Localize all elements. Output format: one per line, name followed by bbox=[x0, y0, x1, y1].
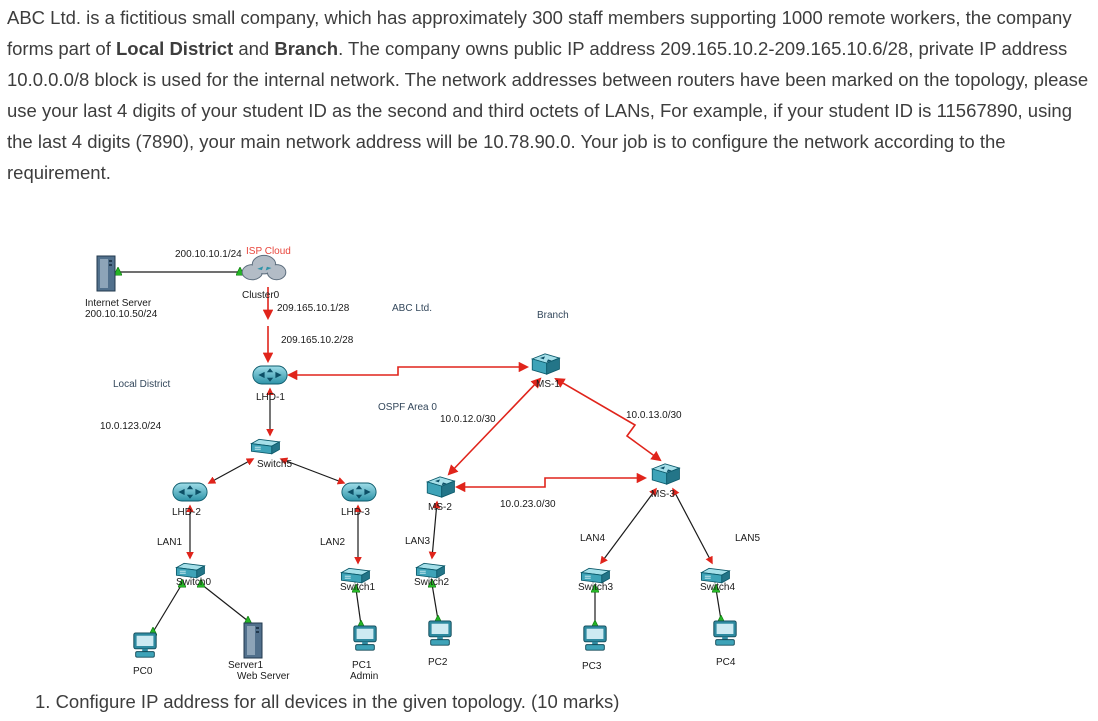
server-icon bbox=[94, 255, 118, 293]
task-item-1: 1. Configure IP address for all devices … bbox=[35, 691, 620, 712]
label-switch0: Switch0 bbox=[176, 577, 212, 588]
label-isp-cloud: ISP Cloud bbox=[246, 246, 291, 257]
intro-text-3: . The company owns public IP address 209… bbox=[7, 38, 1089, 183]
link-switch0-pc0 bbox=[153, 584, 182, 632]
label-net-13: 10.0.13.0/30 bbox=[626, 410, 682, 421]
router-icon bbox=[252, 363, 288, 387]
link-ms2-ms3 bbox=[454, 472, 648, 493]
label-pc1-name: PC1 bbox=[352, 660, 372, 671]
label-lhd1: LHD-1 bbox=[256, 392, 285, 403]
link-switch1-pc1 bbox=[356, 589, 361, 625]
label-ms1: MS-1 bbox=[536, 379, 560, 390]
device-pc4 bbox=[710, 620, 740, 653]
router-icon bbox=[341, 480, 377, 504]
intro-text-2: and bbox=[233, 38, 275, 59]
label-internet-server-name: Internet Server bbox=[85, 298, 152, 309]
label-lan1: LAN1 bbox=[157, 537, 183, 548]
intro-bold-branch: Branch bbox=[274, 38, 339, 59]
label-lhd3: LHD-3 bbox=[341, 507, 370, 518]
link-switch4-pc4 bbox=[716, 589, 721, 620]
label-switch3: Switch3 bbox=[578, 582, 614, 593]
label-local-district: Local District bbox=[113, 379, 171, 390]
label-pc2: PC2 bbox=[428, 657, 448, 668]
label-switch5: Switch5 bbox=[257, 459, 293, 470]
label-wan-ip-2: 209.165.10.2/28 bbox=[281, 335, 354, 346]
label-company: ABC Ltd. bbox=[392, 303, 433, 314]
link-ms3-switch4 bbox=[672, 487, 713, 565]
device-multilayer-switch-ms1 bbox=[528, 351, 562, 382]
label-server1-name: Server1 bbox=[228, 660, 264, 671]
label-lan5: LAN5 bbox=[735, 533, 761, 544]
label-ospf-area: OSPF Area 0 bbox=[378, 402, 437, 413]
label-wan-ip-1: 209.165.10.1/28 bbox=[277, 303, 350, 314]
label-lhd2: LHD-2 bbox=[172, 507, 201, 518]
label-internet-server-ip: 200.10.10.50/24 bbox=[85, 309, 158, 320]
device-multilayer-switch-ms2 bbox=[423, 474, 457, 505]
label-net-23: 10.0.23.0/30 bbox=[500, 499, 556, 510]
link-lhd1-ms1 bbox=[286, 361, 530, 381]
label-cloud-link-ip: 200.10.10.1/24 bbox=[175, 249, 242, 260]
label-ms3: MS-3 bbox=[651, 489, 675, 500]
topology-links bbox=[0, 240, 1098, 690]
label-lan2: LAN2 bbox=[320, 537, 346, 548]
link-switch2-pc2 bbox=[432, 584, 438, 620]
link-ms1-ms3 bbox=[554, 377, 662, 462]
label-pc4: PC4 bbox=[716, 657, 736, 668]
device-router-lhd3 bbox=[341, 480, 377, 509]
label-cluster0: Cluster0 bbox=[242, 290, 280, 301]
link-switch5-lhd2 bbox=[207, 458, 255, 484]
device-pc2 bbox=[425, 620, 455, 653]
label-pc1-role: Admin bbox=[350, 671, 379, 682]
device-router-lhd2 bbox=[172, 480, 208, 509]
device-pc1 bbox=[350, 625, 380, 658]
label-net-123: 10.0.123.0/24 bbox=[100, 421, 162, 432]
pc-icon bbox=[350, 625, 380, 653]
pc-icon bbox=[710, 620, 740, 648]
router-icon bbox=[172, 480, 208, 504]
link-ms3-switch3 bbox=[600, 487, 657, 565]
label-net-12: 10.0.12.0/30 bbox=[440, 414, 496, 425]
intro-bold-local-district: Local District bbox=[115, 38, 234, 59]
label-branch: Branch bbox=[537, 310, 569, 321]
device-pc3 bbox=[580, 625, 610, 658]
label-server1-role: Web Server bbox=[237, 671, 290, 682]
multilayer-switch-icon bbox=[528, 351, 562, 377]
intro-paragraph: ABC Ltd. is a fictitious small company, … bbox=[7, 2, 1093, 188]
pc-icon bbox=[425, 620, 455, 648]
label-switch4: Switch4 bbox=[700, 582, 736, 593]
switch-icon bbox=[248, 436, 282, 458]
label-lan4: LAN4 bbox=[580, 533, 606, 544]
link-ms2-switch2 bbox=[428, 500, 441, 560]
device-multilayer-switch-ms3 bbox=[648, 461, 682, 492]
device-internet-server bbox=[94, 255, 118, 298]
link-switch5-lhd3 bbox=[279, 457, 346, 485]
label-ms2: MS-2 bbox=[428, 502, 452, 513]
pc-icon bbox=[130, 632, 160, 660]
label-switch1: Switch1 bbox=[340, 582, 376, 593]
label-pc0: PC0 bbox=[133, 666, 153, 677]
intro-text-1: ABC Ltd. is a fictitious small company, … bbox=[7, 7, 1072, 59]
server-icon bbox=[241, 622, 265, 660]
device-pc0 bbox=[130, 632, 160, 665]
device-router-lhd1 bbox=[252, 363, 288, 392]
device-server1 bbox=[241, 622, 265, 665]
label-lan3: LAN3 bbox=[405, 536, 431, 547]
pc-icon bbox=[580, 625, 610, 653]
label-pc3: PC3 bbox=[582, 661, 602, 672]
link-ms1-ms2 bbox=[447, 377, 542, 476]
multilayer-switch-icon bbox=[648, 461, 682, 487]
network-topology-diagram: 200.10.10.1/24 ISP Cloud Cluster0 Intern… bbox=[0, 240, 1098, 690]
multilayer-switch-icon bbox=[423, 474, 457, 500]
label-switch2: Switch2 bbox=[414, 577, 450, 588]
link-switch0-server1 bbox=[201, 584, 248, 621]
